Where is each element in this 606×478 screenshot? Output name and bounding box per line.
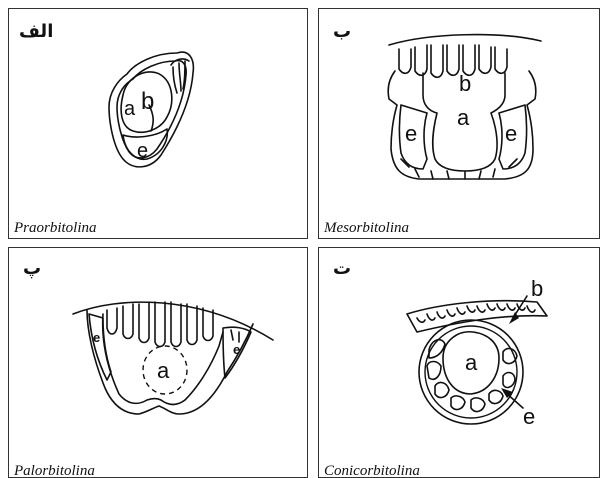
label-e-right: e [233, 342, 240, 357]
panel-palorbitolina: پ e e a Palorbitolina [8, 247, 308, 478]
label-e: e [523, 404, 535, 429]
mesorbitolina-diagram: b a e e [319, 9, 600, 239]
palorbitolina-diagram: e e a [9, 248, 308, 478]
label-a: a [157, 358, 170, 383]
genus-name: Mesorbitolina [324, 221, 409, 236]
panel-mesorbitolina: ب b a e e Mesorbitolina [318, 8, 600, 239]
label-b: b [531, 276, 543, 301]
label-e-right: e [505, 121, 517, 146]
conicorbitolina-diagram: b a e [319, 248, 600, 478]
label-e: e [137, 140, 148, 162]
label-b: b [141, 88, 154, 115]
label-a: a [124, 98, 136, 120]
genus-name: Conicorbitolina [324, 464, 420, 478]
genus-name: Praorbitolina [14, 221, 97, 236]
genus-name: Palorbitolina [14, 464, 95, 478]
panel-praorbitolina: الف a b e Praorbitolina [8, 8, 308, 239]
label-e-left: e [405, 121, 417, 146]
praorbitolina-diagram: a b e [9, 9, 308, 239]
panel-conicorbitolina: ت b a e Conicorbitolina [318, 247, 600, 478]
label-a: a [465, 350, 478, 375]
label-a: a [457, 105, 470, 130]
label-e-left: e [93, 330, 100, 345]
label-b: b [459, 71, 471, 96]
